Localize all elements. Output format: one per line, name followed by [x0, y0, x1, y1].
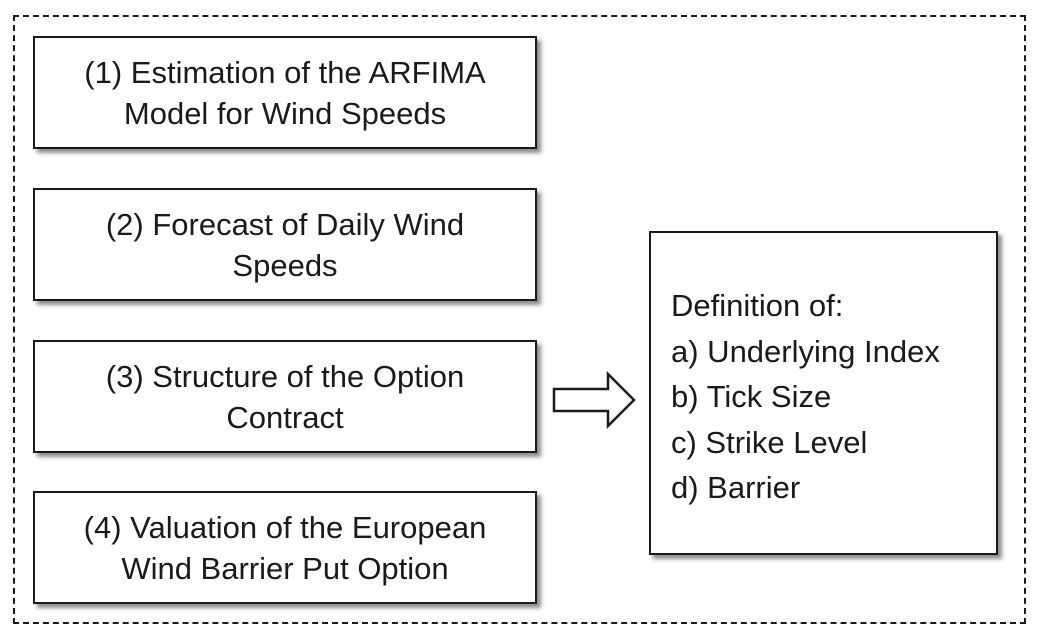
definition-item-underlying-index: a) Underlying Index	[671, 333, 940, 369]
step-3-line-1: (3) Structure of the Option	[105, 358, 465, 394]
definition-item-barrier: d) Barrier	[671, 470, 801, 505]
definition-box: Definition of: a) Underlying Index b) Ti…	[649, 231, 998, 555]
step-3-line-2: Contract	[226, 399, 344, 435]
step-1-line-2: Model for Wind Speeds	[123, 95, 447, 131]
definition-heading: Definition of:	[671, 288, 844, 323]
right-arrow-icon	[552, 370, 636, 430]
definition-item-strike-level: c) Strike Level	[671, 424, 868, 460]
dashed-outer-frame	[13, 15, 1026, 624]
step-2-line-2: Speeds	[232, 247, 338, 283]
step-1-box: (1) Estimation of the ARFIMA Model for W…	[33, 36, 537, 149]
definition-item-tick-size: b) Tick Size	[671, 379, 832, 414]
step-1-line-1: (1) Estimation of the ARFIMA	[84, 54, 486, 90]
right-arrow-shape	[552, 370, 636, 430]
step-3-box: (3) Structure of the Option Contract	[33, 340, 537, 453]
step-2-line-1: (2) Forecast of Daily Wind	[105, 206, 465, 242]
step-2-box: (2) Forecast of Daily Wind Speeds	[33, 188, 537, 301]
step-4-line-1: (4) Valuation of the European	[83, 509, 487, 545]
step-4-box: (4) Valuation of the European Wind Barri…	[33, 491, 537, 604]
step-4-line-2: Wind Barrier Put Option	[121, 550, 449, 586]
